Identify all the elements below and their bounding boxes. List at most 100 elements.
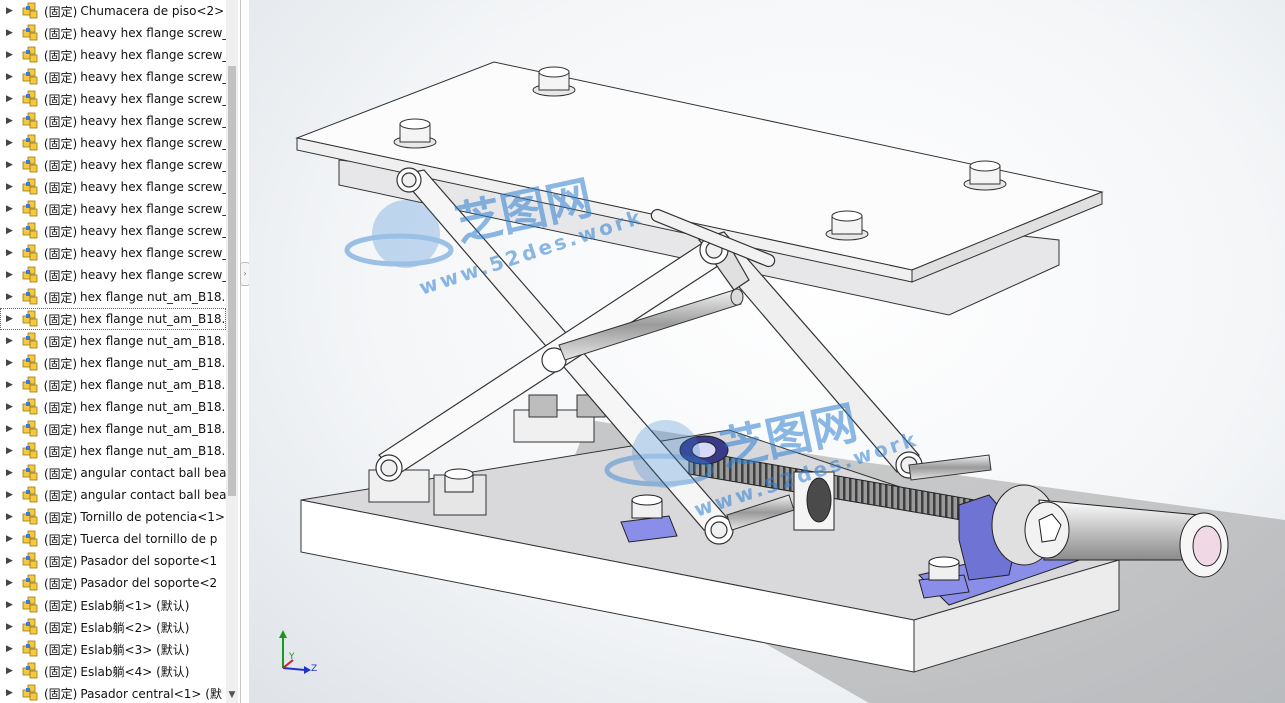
- part-icon: [22, 266, 40, 284]
- scroll-down-arrow-icon[interactable]: ▼: [228, 690, 236, 700]
- tree-item[interactable]: ▶(固定)Chumacera de piso<2>: [0, 0, 226, 22]
- angular-contact-bearing: [679, 435, 729, 465]
- tree-item[interactable]: ▶(固定)hex flange nut_am_B18.2: [0, 440, 226, 462]
- expand-arrow-icon[interactable]: ▶: [6, 72, 13, 82]
- expand-arrow-icon[interactable]: ▶: [6, 688, 13, 698]
- tree-item[interactable]: ▶(固定)Eslab躺<4> (默认): [0, 660, 226, 682]
- expand-arrow-icon[interactable]: ▶: [6, 644, 13, 654]
- expand-arrow-icon[interactable]: ▶: [6, 446, 13, 456]
- part-icon: [22, 332, 40, 350]
- fixed-prefix: (固定): [43, 246, 78, 261]
- fixed-prefix: (固定): [44, 620, 78, 635]
- tree-item[interactable]: ▶(固定)hex flange nut_am_B18.2: [0, 396, 226, 418]
- part-icon: [22, 134, 40, 152]
- tree-scrollbar-thumb[interactable]: [228, 66, 236, 496]
- assembly-model: [295, 61, 1285, 703]
- expand-arrow-icon[interactable]: ▶: [6, 116, 13, 126]
- pins: [558, 288, 992, 531]
- tree-item[interactable]: ▶(固定)heavy hex flange screw_: [0, 110, 226, 132]
- expand-arrow-icon[interactable]: ▶: [6, 402, 13, 412]
- tree-item[interactable]: ▶(固定)heavy hex flange screw_: [0, 154, 226, 176]
- expand-arrow-icon[interactable]: ▶: [6, 666, 13, 676]
- expand-arrow-icon[interactable]: ▶: [6, 94, 13, 104]
- part-icon: [22, 68, 40, 86]
- expand-arrow-icon[interactable]: ▶: [6, 314, 13, 324]
- part-icon: [22, 288, 40, 306]
- watermark-globe-icon: [344, 200, 454, 268]
- tree-item[interactable]: ▶(固定)angular contact ball bea: [0, 484, 226, 506]
- tree-item[interactable]: ▶(固定)heavy hex flange screw_: [0, 264, 226, 286]
- tree-item[interactable]: ▶(固定)Pasador del soporte<2: [0, 572, 226, 594]
- tree-item[interactable]: ▶(固定)Eslab躺<3> (默认): [0, 638, 226, 660]
- tree-item[interactable]: ▶(固定)hex flange nut_am_B18.2: [0, 330, 226, 352]
- expand-arrow-icon[interactable]: ▶: [6, 182, 13, 192]
- expand-arrow-icon[interactable]: ▶: [6, 204, 13, 214]
- tree-item[interactable]: ▶(固定)angular contact ball bea: [0, 462, 226, 484]
- expand-arrow-icon[interactable]: ▶: [6, 578, 13, 588]
- expand-arrow-icon[interactable]: ▶: [6, 490, 13, 500]
- tree-item[interactable]: ▶(固定)heavy hex flange screw_: [0, 198, 226, 220]
- tree-item[interactable]: ▶(固定)heavy hex flange screw_: [0, 66, 226, 88]
- tree-item[interactable]: ▶(固定)hex flange nut_am_B18.2: [0, 374, 226, 396]
- tree-item-label: heavy hex flange screw_: [80, 246, 226, 260]
- expand-arrow-icon[interactable]: ▶: [6, 6, 13, 16]
- tree-item-label: heavy hex flange screw_: [80, 92, 226, 106]
- tree-item[interactable]: ▶(固定)heavy hex flange screw_: [0, 176, 226, 198]
- fixed-prefix: (固定): [43, 444, 78, 459]
- tree-item[interactable]: ▶(固定)hex flange nut_am_B18.2: [0, 352, 226, 374]
- expand-arrow-icon[interactable]: ▶: [6, 292, 13, 302]
- part-icon: [22, 442, 40, 460]
- expand-arrow-icon[interactable]: ▶: [6, 534, 13, 544]
- expand-arrow-icon[interactable]: ▶: [6, 512, 13, 522]
- tree-scrollbar[interactable]: ▼: [226, 0, 238, 703]
- part-icon: [22, 552, 40, 570]
- tree-item[interactable]: ▶(固定)Pasador central<1> (默: [0, 682, 226, 703]
- expand-arrow-icon[interactable]: ▶: [6, 556, 13, 566]
- expand-arrow-icon[interactable]: ▶: [6, 226, 13, 236]
- expand-arrow-icon[interactable]: ▶: [6, 358, 13, 368]
- part-icon: [22, 222, 40, 240]
- tree-item[interactable]: ▶(固定)heavy hex flange screw_: [0, 132, 226, 154]
- part-icon: [22, 2, 40, 20]
- tree-item-label: Tornillo de potencia<1>: [80, 510, 225, 524]
- fixed-prefix: (固定): [44, 664, 78, 679]
- expand-arrow-icon[interactable]: ▶: [6, 622, 13, 632]
- triad-z-label: Z: [311, 664, 318, 674]
- expand-arrow-icon[interactable]: ▶: [6, 138, 13, 148]
- fixed-prefix: (固定): [43, 400, 78, 415]
- part-icon: [22, 486, 40, 504]
- flange-bolts-top: [393, 66, 1007, 241]
- hex-flange-nuts: [444, 468, 970, 599]
- tree-item[interactable]: ▶(固定)Pasador del soporte<1: [0, 550, 226, 572]
- fixed-prefix: (固定): [43, 378, 78, 393]
- expand-arrow-icon[interactable]: ▶: [6, 270, 13, 280]
- expand-arrow-icon[interactable]: ▶: [6, 248, 13, 258]
- graphics-viewport[interactable]: 芝图网 www.52des.work 芝图网 www.52des.work Y …: [249, 0, 1285, 703]
- tree-item[interactable]: ▶(固定)Tuerca del tornillo de p: [0, 528, 226, 550]
- expand-arrow-icon[interactable]: ▶: [6, 160, 13, 170]
- tree-item[interactable]: ▶(固定)Eslab躺<2> (默认): [0, 616, 226, 638]
- expand-arrow-icon[interactable]: ▶: [6, 336, 13, 346]
- tree-item[interactable]: ▶(固定)heavy hex flange screw_: [0, 88, 226, 110]
- tree-item[interactable]: ▶(固定)hex flange nut_am_B18.2: [0, 286, 226, 308]
- expand-arrow-icon[interactable]: ▶: [6, 50, 13, 60]
- tree-item[interactable]: ▶(固定)hex flange nut_am_B18.2: [0, 308, 226, 330]
- part-icon: [22, 354, 40, 372]
- tree-item[interactable]: ▶ (固定)heavy hex flange screw_: [0, 242, 226, 264]
- expand-arrow-icon[interactable]: ▶: [6, 28, 13, 38]
- expand-arrow-icon[interactable]: ▶: [6, 468, 13, 478]
- watermark-globe-icon: [604, 420, 714, 488]
- tree-item[interactable]: ▶(固定)heavy hex flange screw_: [0, 22, 226, 44]
- tree-item[interactable]: ▶(固定)Eslab躺<1> (默认): [0, 594, 226, 616]
- tree-item[interactable]: ▶(固定)hex flange nut_am_B18.2: [0, 418, 226, 440]
- part-icon: [22, 178, 40, 196]
- fixed-prefix: (固定): [43, 312, 78, 327]
- pillow-block-and-handle: [918, 484, 1229, 606]
- expand-arrow-icon[interactable]: ▶: [6, 600, 13, 610]
- tree-item[interactable]: ▶(固定)heavy hex flange screw_: [0, 220, 226, 242]
- tree-item[interactable]: ▶(固定)Tornillo de potencia<1>: [0, 506, 226, 528]
- fixed-prefix: (固定): [43, 48, 78, 63]
- tree-item[interactable]: ▶(固定)heavy hex flange screw_: [0, 44, 226, 66]
- expand-arrow-icon[interactable]: ▶: [6, 380, 13, 390]
- expand-arrow-icon[interactable]: ▶: [6, 424, 13, 434]
